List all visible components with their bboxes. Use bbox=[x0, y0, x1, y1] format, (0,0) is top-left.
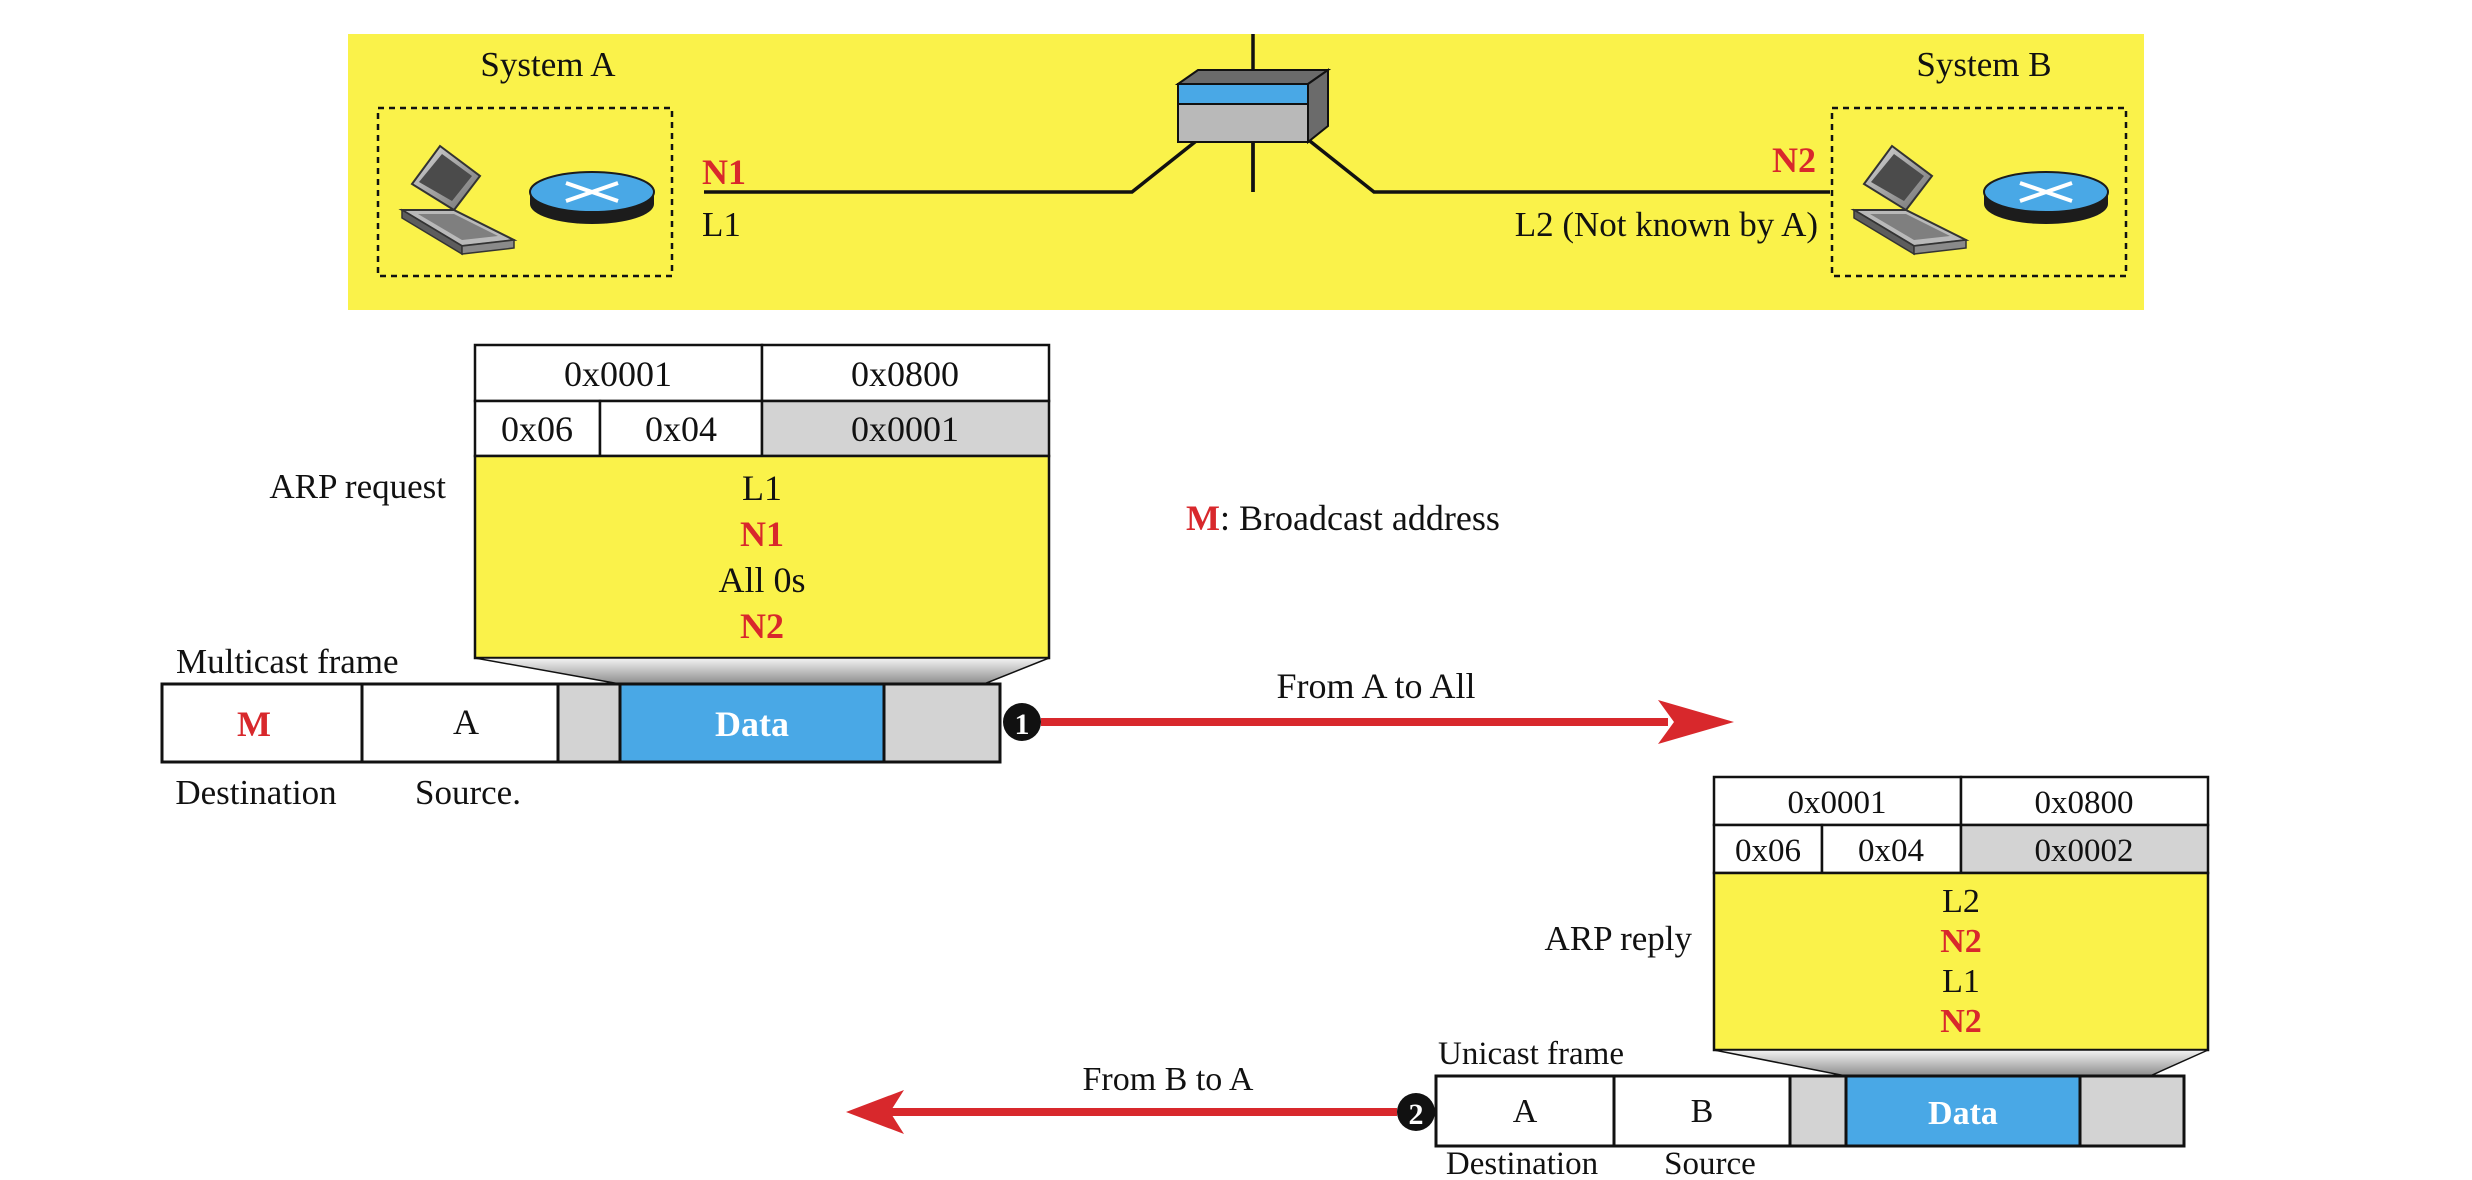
address-field: All 0s bbox=[718, 560, 805, 600]
destination-caption: Destination bbox=[1446, 1146, 1598, 1180]
protocol-type: 0x0800 bbox=[2035, 785, 2134, 821]
router-icon bbox=[1982, 170, 2110, 226]
legend: M: Broadcast address bbox=[1186, 498, 1500, 538]
step-number: 2 bbox=[1409, 1098, 1424, 1131]
link-b bbox=[1294, 128, 1830, 194]
data-label: Data bbox=[715, 704, 789, 744]
legend-description: : Broadcast address bbox=[1220, 498, 1500, 538]
address-field: N2 bbox=[740, 606, 784, 646]
step-marker bbox=[1003, 703, 1041, 741]
hardware-type: 0x0001 bbox=[1788, 785, 1887, 821]
trailer-field bbox=[2078, 1074, 2186, 1148]
arrow-head bbox=[846, 1090, 904, 1134]
protocol-length-cell bbox=[1820, 823, 1963, 875]
operation: 0x0002 bbox=[2035, 833, 2134, 869]
type-field bbox=[1788, 1074, 1848, 1148]
hardware-length: 0x06 bbox=[501, 409, 573, 449]
address-field: N2 bbox=[1940, 1003, 1982, 1040]
system-b-link-address: L2 (Not known by A) bbox=[1515, 205, 1818, 244]
data-label: Data bbox=[1928, 1095, 1998, 1132]
frame-title: Unicast frame bbox=[1438, 1036, 1624, 1072]
destination-field bbox=[1434, 1074, 1616, 1148]
legend-symbol: M bbox=[1186, 498, 1220, 538]
address-field: N2 bbox=[1940, 923, 1982, 960]
trailer-field bbox=[882, 682, 1002, 764]
legend-text: M: Broadcast address bbox=[1186, 498, 1500, 538]
operation-cell bbox=[760, 399, 1051, 458]
hardware-length: 0x06 bbox=[1735, 833, 1801, 869]
source-caption: Source. bbox=[415, 773, 521, 812]
switch-icon bbox=[1174, 68, 1332, 192]
source-field bbox=[1612, 1074, 1792, 1148]
frame-title: Multicast frame bbox=[176, 642, 399, 681]
protocol-type: 0x0800 bbox=[851, 354, 959, 394]
arrow-label: From A to All bbox=[1276, 666, 1475, 706]
arp-request: ARP request 0x0001 0x0800 0x06 0x04 0x00… bbox=[160, 343, 1734, 812]
system-a-label: System A bbox=[480, 45, 616, 84]
address-field: N1 bbox=[740, 514, 784, 554]
system-b: System B N2 L2 (Not known by A) bbox=[1515, 45, 2128, 278]
system-a-net-address: N1 bbox=[702, 152, 746, 192]
operation-cell bbox=[1959, 823, 2210, 875]
arp-request-label: ARP request bbox=[269, 467, 446, 506]
source-caption: Source bbox=[1664, 1146, 1756, 1180]
destination-caption: Destination bbox=[175, 773, 336, 812]
router-icon bbox=[528, 170, 656, 226]
address-body bbox=[1712, 871, 2210, 1052]
address-field: L1 bbox=[1942, 963, 1980, 1000]
system-b-net-address: N2 bbox=[1772, 140, 1816, 180]
system-b-box bbox=[1830, 106, 2128, 278]
source-value: B bbox=[1691, 1093, 1714, 1130]
source-field bbox=[360, 682, 560, 764]
system-a-link-address: L1 bbox=[702, 205, 741, 244]
system-a: System A N1 L1 bbox=[376, 45, 746, 278]
step-marker bbox=[1397, 1093, 1435, 1131]
arrow-label: From B to A bbox=[1083, 1061, 1254, 1098]
address-body bbox=[473, 454, 1051, 660]
protocol-length: 0x04 bbox=[1858, 833, 1924, 869]
hardware-length-cell bbox=[1712, 823, 1824, 875]
hardware-type: 0x0001 bbox=[564, 354, 672, 394]
type-field bbox=[556, 682, 622, 764]
arp-reply-label: ARP reply bbox=[1545, 919, 1693, 958]
data-field bbox=[618, 682, 886, 764]
destination-value: A bbox=[1513, 1093, 1538, 1130]
operation: 0x0001 bbox=[851, 409, 959, 449]
protocol-type-cell bbox=[760, 343, 1051, 403]
source-value: A bbox=[453, 702, 479, 742]
encapsulation-funnel bbox=[474, 657, 1050, 685]
link-a bbox=[704, 128, 1212, 194]
encapsulation-funnel bbox=[1713, 1049, 2209, 1077]
destination-value: M bbox=[237, 704, 271, 744]
arp-reply: ARP reply 0x0001 0x0800 0x06 0x04 0x0002… bbox=[846, 775, 2210, 1180]
system-b-label: System B bbox=[1916, 45, 2051, 84]
protocol-type-cell bbox=[1959, 775, 2210, 827]
arrow-head bbox=[1658, 700, 1734, 744]
address-field: L1 bbox=[742, 468, 782, 508]
step-number: 1 bbox=[1015, 708, 1030, 741]
hardware-length-cell bbox=[473, 399, 602, 458]
protocol-length: 0x04 bbox=[645, 409, 717, 449]
address-field: L2 bbox=[1942, 883, 1980, 920]
system-a-box bbox=[376, 106, 674, 278]
destination-field bbox=[160, 682, 364, 764]
data-field bbox=[1844, 1074, 2082, 1148]
